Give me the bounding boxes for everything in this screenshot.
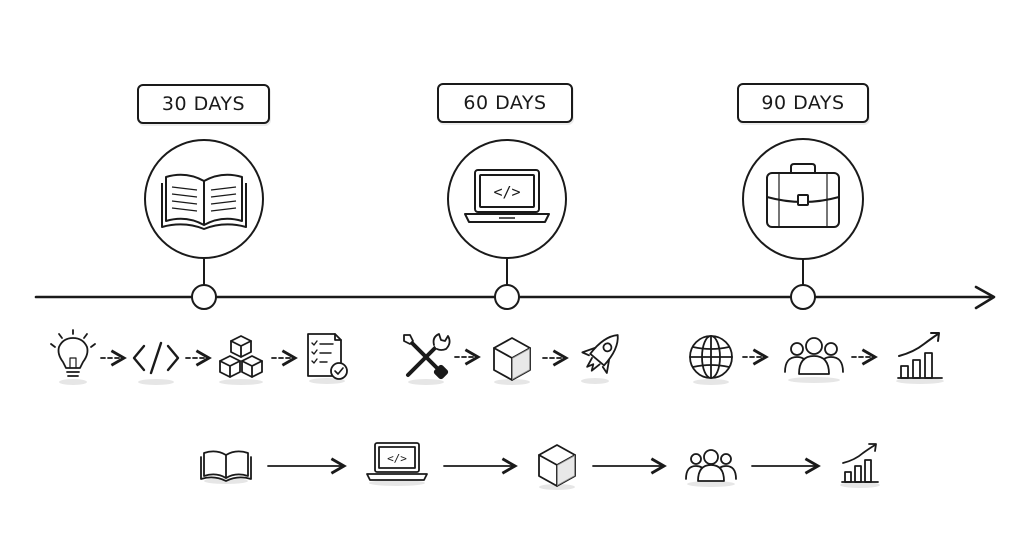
phase-3-steps (689, 332, 944, 385)
milestone-label-90-days: 90 DAYS (737, 83, 869, 123)
rocket-icon (581, 334, 619, 384)
team-icon (784, 337, 844, 383)
team-icon (685, 449, 737, 487)
tools-icon (403, 333, 451, 385)
code-brackets-icon (132, 341, 180, 385)
milestone-label-30-days: 30 DAYS (137, 84, 270, 124)
phase-1-steps (50, 329, 348, 385)
cube-icon (493, 337, 531, 385)
open-book-icon (200, 450, 252, 484)
svg-text:</>: </> (387, 452, 407, 465)
open-book-icon (161, 173, 247, 230)
growth-chart-icon (896, 332, 944, 384)
cubes-icon (219, 335, 263, 385)
phase-2-steps (403, 333, 619, 385)
laptop-code-icon: </> (366, 442, 428, 486)
growth-chart-icon (840, 443, 880, 488)
svg-text:</>: </> (493, 183, 520, 201)
milestone-60-days (447, 139, 567, 310)
laptop-code-icon: </> (464, 169, 550, 223)
checklist-icon (307, 333, 348, 384)
lightbulb-icon (50, 329, 96, 385)
briefcase-icon (766, 163, 840, 228)
milestone-label-60-days: 60 DAYS (437, 83, 573, 123)
summary-flow: </> (200, 442, 880, 490)
globe-icon (689, 335, 733, 385)
cube-icon (538, 444, 576, 490)
